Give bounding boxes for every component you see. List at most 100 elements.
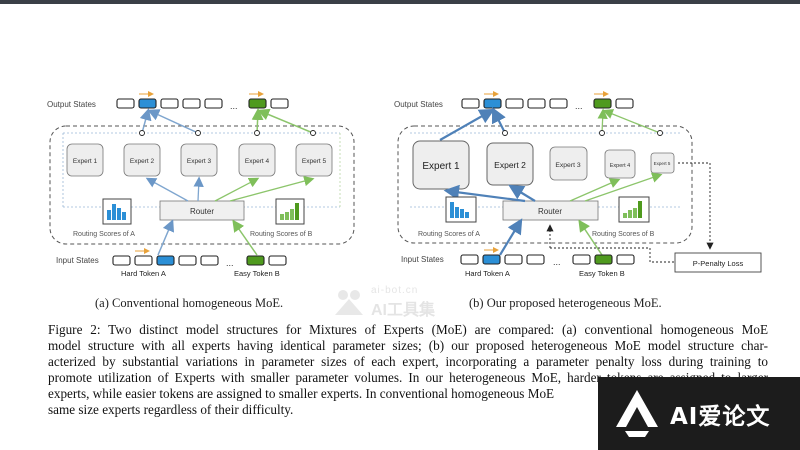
output-arrow-a [139,108,152,134]
output-arrow-a [439,108,495,141]
watermark: ai-bot.cn AI工具集 [333,285,463,325]
output-token [505,98,524,109]
ellipsis: ... [575,101,583,111]
input-token [460,254,479,265]
input-token-hard-a [156,255,175,266]
moe-layer-box [397,125,693,244]
router-box [159,200,245,221]
output-token [461,98,480,109]
figure-diagrams: Output States ... Expert 1 Expert [47,91,762,278]
router-to-expert-arrow [569,178,621,202]
diagram-a: Output States ... Expert 1 Expert [47,91,355,278]
expert-box-2: Expert 2 [486,142,534,186]
routing-score-chart-b [275,198,305,225]
expert-label: Expert 4 [610,163,630,169]
output-arrow-b [251,108,264,134]
expert-label: Expert 1 [422,161,460,172]
watermark-url: ai-bot.cn [371,285,419,296]
router-to-expert-arrow [214,177,260,202]
input-arrow-a [499,218,523,256]
subfigure-caption-a: (a) Conventional homogeneous MoE. [95,296,284,310]
output-arrow-a [147,109,199,134]
routing-scores-a-label: Routing Scores of A [418,231,480,238]
output-arrow-b [597,108,608,134]
input-token [200,255,219,266]
expert-label: Expert 4 [245,158,270,165]
input-states-label: Input States [56,256,99,265]
ellipsis: ... [230,101,238,111]
ellipsis: ... [226,258,234,268]
output-arrow-b [602,109,661,134]
watermark-logo-icon [335,290,363,315]
input-arrow-b [232,219,258,256]
easy-token-label: Easy Token B [579,269,625,278]
router-to-expert-arrow [145,177,189,202]
caption-line: experts, while easier tokens are assigne… [48,386,555,402]
penalty-loss-box [674,252,762,273]
output-token-b [248,98,267,109]
input-states-label: Input States [401,255,444,264]
router-to-expert-arrow [584,172,663,202]
router-label: Router [538,207,562,216]
input-token [616,254,635,265]
routing-scores-b-label: Routing Scores of B [250,231,313,238]
moe-diagrams-svg: Output States ... Expert 1 Expert [47,91,762,278]
expert-box-5: Expert 5 [295,143,333,177]
diagram-b: Output States ... Expert 1 Expert 2 [394,91,762,278]
easy-token-label: Easy Token B [234,269,280,278]
combine-symbols [139,130,316,136]
figure-caption: Figure 2: Two distinct model structures … [48,322,768,419]
output-token [527,98,546,109]
router-to-expert-arrow [508,184,536,202]
badge-text: AI爱论文 [670,404,771,430]
output-token-a [138,98,157,109]
input-arrow-b [578,219,603,256]
routing-score-chart-a [102,198,132,225]
penalty-loss-label: P-Penalty Loss [693,259,744,268]
caption-line: acterized by substantial variations in p… [48,354,768,370]
expert-box-4: Expert 4 [238,143,276,177]
ellipsis: ... [553,257,561,267]
output-token [615,98,634,109]
routing-score-chart-b [618,196,650,223]
output-token [549,98,568,109]
caption-line: promote utilization of Experts with smal… [48,370,768,386]
expert-box-3: Expert 3 [549,146,588,181]
input-token [572,254,591,265]
badge-logo-icon [616,390,658,437]
router-to-expert-arrow [193,176,204,202]
expert-label: Expert 5 [302,158,327,165]
input-token [178,255,197,266]
watermark-name: AI工具集 [371,302,436,319]
router-to-expert-arrow [443,184,526,203]
expert-box-1: Expert 1 [412,140,470,190]
hard-token-label: Hard Token A [465,269,510,278]
output-token [116,98,135,109]
input-token [268,255,287,266]
router-box [502,200,599,221]
output-token-a [483,98,502,109]
caption-line: same size experts regardless of their di… [48,402,294,418]
expert-box-5: Expert 5 [650,152,675,174]
site-badge: AI爱论文 [598,377,800,450]
input-token [134,255,153,266]
combine-symbols [502,130,663,136]
expert-label: Expert 1 [73,158,98,165]
output-token [160,98,179,109]
input-token-easy-b [246,255,265,266]
router-to-expert-arrow [229,175,315,202]
moe-layer-box [49,125,355,245]
output-arrow-a [492,107,506,134]
router-label: Router [190,207,214,216]
output-states-label: Output States [394,100,443,109]
expert-label: Expert 5 [654,161,671,166]
expert-box-1: Expert 1 [66,143,104,177]
output-token-b [593,98,612,109]
routing-scores-b-label: Routing Scores of B [592,231,655,238]
top-bar [0,0,800,4]
expert-box-3: Expert 3 [180,143,218,177]
routing-scores-a-label: Routing Scores of A [73,231,135,238]
output-token [182,98,201,109]
expert-label: Expert 2 [130,158,155,165]
input-token [526,254,545,265]
